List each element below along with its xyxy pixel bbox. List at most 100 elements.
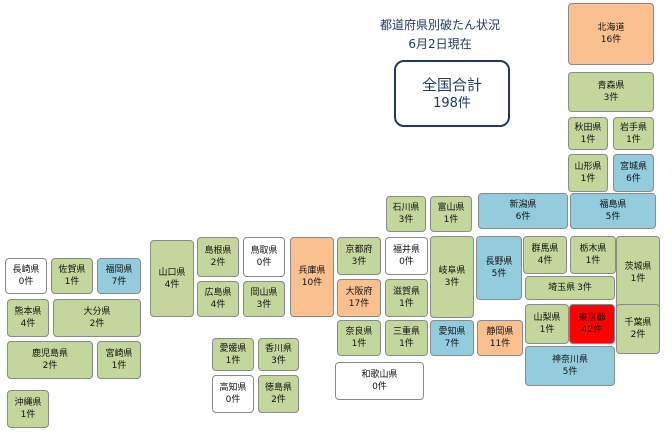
prefecture-name: 静岡県 <box>486 327 514 337</box>
prefecture-4: 山形県 1件 <box>568 154 608 192</box>
prefecture-count: 0件 <box>399 257 414 267</box>
prefecture-count: 4件 <box>210 300 226 310</box>
prefecture-9: 富山県 1件 <box>430 196 472 232</box>
prefecture-count: 4件 <box>164 279 180 290</box>
prefecture-name: 大阪府 <box>345 287 373 297</box>
prefecture-count: 1件 <box>64 277 80 287</box>
prefecture-name: 青森県 <box>597 81 625 91</box>
prefecture-7: 福島県 5件 <box>570 193 656 229</box>
prefecture-name: 岡山県 <box>250 288 278 298</box>
prefecture-count: 1件 <box>580 174 596 184</box>
prefecture-12: 茨城県 1件 <box>616 236 660 310</box>
prefecture-name: 鹿児島県 <box>31 349 68 359</box>
prefecture-name: 奈良県 <box>345 327 373 337</box>
prefecture-name: 和歌山県 <box>361 370 398 380</box>
prefecture-name: 秋田県 <box>574 122 602 133</box>
national-total-label: 全国合計 <box>421 75 482 94</box>
prefecture-name: 佐賀県 <box>58 265 86 275</box>
prefecture-20: 愛知県 7件 <box>430 320 474 356</box>
prefecture-count: 1件 <box>351 339 367 349</box>
prefecture-name: 福岡県 <box>105 265 133 275</box>
prefecture-name: 石川県 <box>392 203 420 213</box>
prefecture-count: 2件 <box>271 395 286 405</box>
prefecture-name: 愛知県 <box>438 327 466 337</box>
prefecture-count: 5件 <box>605 212 621 222</box>
prefecture-39: 長崎県 0件 <box>5 258 47 294</box>
prefecture-name: 岐阜県 <box>438 266 466 276</box>
map-title: 都道府県別破たん状況 <box>379 18 500 32</box>
prefecture-count: 3件 <box>256 300 272 310</box>
prefecture-count: 3件 <box>271 355 286 366</box>
prefecture-44: 鹿児島県 2件 <box>7 341 93 379</box>
prefecture-count: 3件 <box>351 257 367 267</box>
prefecture-name: 富山県 <box>437 203 465 213</box>
prefecture-26: 大阪府 17件 <box>337 279 381 317</box>
prefecture-name: 東京都 <box>578 313 606 323</box>
prefecture-8: 石川県 3件 <box>386 196 426 232</box>
prefecture-name: 茨城県 <box>624 262 652 272</box>
prefecture-name: 北海道 <box>597 23 625 33</box>
prefecture-name: 福島県 <box>599 200 627 210</box>
prefecture-name: 山形県 <box>574 162 602 172</box>
prefecture-count: 1件 <box>626 134 641 145</box>
prefecture-count: 0件 <box>18 277 34 287</box>
prefecture-33: 広島県 4件 <box>197 281 239 317</box>
prefecture-count: 2件 <box>42 361 58 371</box>
prefecture-45: 宮崎県 1件 <box>97 341 141 379</box>
prefecture-count: 1件 <box>630 274 646 284</box>
prefecture-count: 3件 <box>398 215 414 225</box>
prefecture-name: 埼玉県 <box>548 283 576 293</box>
prefecture-name: 大分県 <box>83 307 111 317</box>
prefecture-name: 広島県 <box>204 288 232 298</box>
prefecture-count: 3件 <box>603 93 619 103</box>
prefecture-1: 青森県 3件 <box>568 72 654 112</box>
prefecture-count: 10件 <box>301 278 323 288</box>
national-total-box: 全国合計 198件 <box>394 60 510 127</box>
prefecture-name: 島根県 <box>204 246 232 256</box>
prefecture-name: 岩手県 <box>619 122 647 133</box>
prefecture-count: 5件 <box>491 269 507 279</box>
prefecture-count: 1件 <box>111 361 127 371</box>
prefecture-name: 愛媛県 <box>219 343 247 354</box>
national-total-value: 198件 <box>433 95 471 111</box>
prefecture-count: 7件 <box>444 339 460 349</box>
prefecture-name: 宮崎県 <box>105 349 133 359</box>
prefecture-count: 1件 <box>225 355 241 366</box>
prefecture-name: 神奈川県 <box>551 355 588 365</box>
prefecture-count: 1件 <box>580 134 596 145</box>
prefecture-count: 1件 <box>443 215 459 225</box>
prefecture-count: 1件 <box>399 339 414 349</box>
prefecture-name: 香川県 <box>264 343 292 354</box>
prefecture-22: 福井県 0件 <box>385 237 428 275</box>
prefecture-name: 長崎県 <box>12 265 40 275</box>
prefecture-count: 17件 <box>348 299 370 309</box>
prefecture-name: 福井県 <box>392 245 420 255</box>
prefecture-name: 新潟県 <box>509 200 537 210</box>
prefecture-count: 7件 <box>111 277 127 287</box>
prefecture-name: 長野県 <box>485 257 513 267</box>
prefecture-name: 熊本県 <box>14 307 42 317</box>
